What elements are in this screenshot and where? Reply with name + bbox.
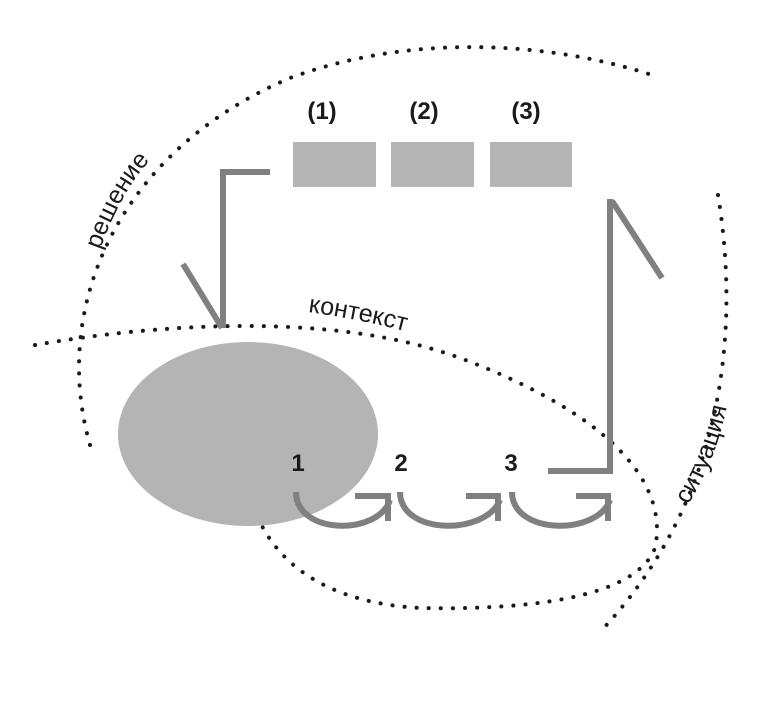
solution-box-label-1: (1) <box>307 98 336 125</box>
context-dotted-curve <box>33 324 659 611</box>
step-loop-1 <box>293 491 393 529</box>
decision-label: решение <box>79 146 154 252</box>
solution-box-label-3: (3) <box>511 98 540 125</box>
solution-box-2 <box>391 142 474 187</box>
situation-label-path: ситуация <box>669 402 733 508</box>
solution-box-label-2: (2) <box>409 98 438 125</box>
solution-box-3 <box>490 142 572 187</box>
step-loop-1-head <box>355 493 391 521</box>
step-label-3: 3 <box>504 450 517 477</box>
step-loop-3 <box>509 491 613 529</box>
decision-label-path: решение <box>79 146 154 252</box>
step-loop-2-head <box>466 493 501 521</box>
situation-label: ситуация <box>669 402 733 508</box>
step-loops <box>293 491 613 529</box>
solution-box-1 <box>293 142 376 187</box>
context-ellipse <box>118 342 378 526</box>
step-label-2: 2 <box>394 450 407 477</box>
reshenie-dotted-curve <box>77 45 654 447</box>
step-label-1: 1 <box>291 450 304 477</box>
step-loop-3-head <box>576 493 611 521</box>
right-up-arrow <box>548 199 665 474</box>
left-down-arrow <box>180 169 270 330</box>
step-loop-2 <box>397 491 503 529</box>
